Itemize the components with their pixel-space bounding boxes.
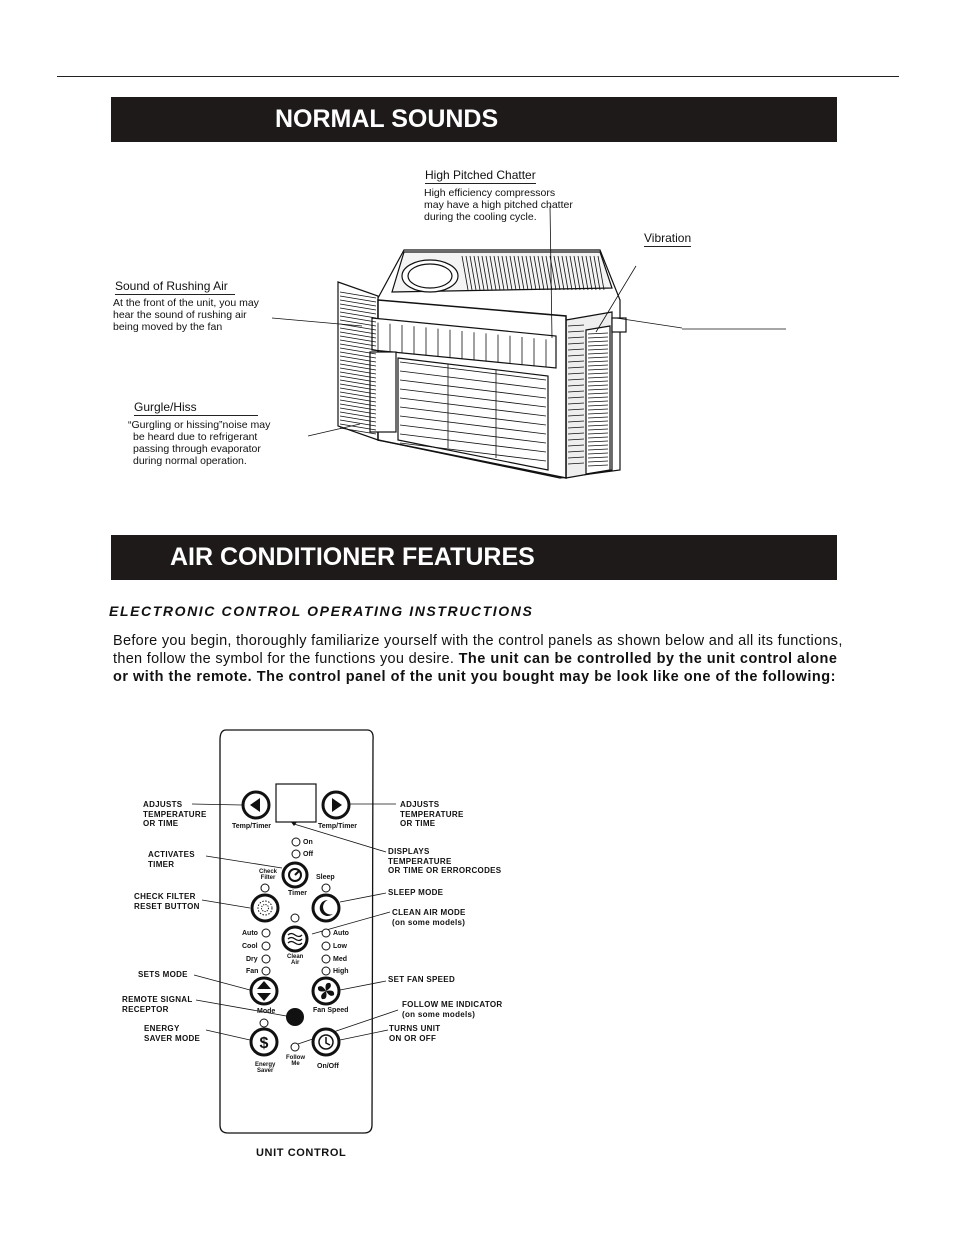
callout-remote-signal: REMOTE SIGNAL RECEPTOR [122,995,193,1014]
top-rule [57,76,899,77]
energy-saver-button[interactable]: $ [249,1027,279,1057]
energy-saver-indicator [259,1018,269,1028]
on-label: On [303,839,313,846]
sleep-indicator [321,883,331,893]
remote-signal-receptor [286,1008,304,1026]
gurgle-line: “Gurgling or hissing”noise may [128,419,271,431]
normal-sounds-heading: NORMAL SOUNDS [275,105,499,133]
mode-auto-indicator [261,928,271,938]
gurgle-title: Gurgle/Hiss [134,400,258,416]
fan-speed-button[interactable] [311,976,341,1006]
mode-fan-indicator [261,966,271,976]
rushing-air-line: At the front of the unit, you may [113,297,259,309]
clean-air-button[interactable] [281,925,309,953]
normal-sounds-banner: NORMAL SOUNDS [111,97,837,142]
temp-timer-right-label: Temp/Timer [318,823,358,830]
off-indicator [291,849,301,859]
on-indicator [291,837,301,847]
callout-set-fan-speed: SET FAN SPEED [388,975,456,984]
fan-auto-indicator [321,928,331,938]
gurgle-line: passing through evaporator [133,443,261,455]
fan-low-indicator [321,941,331,951]
on-off-label: On/Off [317,1063,339,1070]
timer-button[interactable] [281,861,309,889]
vibration-title: Vibration [644,231,692,247]
mode-button[interactable] [249,976,279,1006]
follow-me-label: Follow Me [286,1055,305,1067]
callout-energy-saver: ENERGY SAVER MODE [144,1024,201,1043]
fan-speed-label: Fan Speed [313,1007,349,1014]
callout-adjust-left: ADJUSTS TEMPERATURE OR TIME [143,800,207,828]
mode-auto-label: Auto [242,930,258,937]
callout-turns-unit: TURNS UNIT ON OR OFF [389,1024,441,1043]
chatter-text: High efficiency compressors may have a h… [424,187,573,223]
intro-plain-text: Before you begin, thoroughly familiarize… [113,633,843,667]
mode-fan-label: Fan [246,968,259,975]
rushing-air-text: At the front of the unit, you may hear t… [113,297,259,333]
mode-dry-label: Dry [246,956,258,963]
display-window [275,783,317,823]
callout-clean-air: CLEAN AIR MODE (on some models) [392,908,466,927]
check-filter-indicator [260,883,270,893]
features-banner: AIR CONDITIONER FEATURES [111,535,837,580]
mode-dry-indicator [261,954,271,964]
follow-me-indicator [290,1042,300,1052]
mode-label: Mode [257,1008,276,1015]
sleep-label: Sleep [316,874,335,881]
callout-check-filter: CHECK FILTER RESET BUTTON [134,892,200,911]
clean-air-indicator [290,913,300,923]
features-heading: AIR CONDITIONER FEATURES [170,543,535,571]
energy-saver-label: Energy Saver [255,1062,276,1074]
callout-follow-me: FOLLOW ME INDICATOR (on some models) [402,1000,503,1019]
off-label: Off [303,851,314,858]
check-filter-button[interactable] [250,893,280,923]
features-intro: Before you begin, thoroughly familiarize… [113,632,843,686]
temp-timer-left-label: Temp/Timer [232,823,272,830]
dollar-icon: $ [260,1035,269,1052]
indicator-lights [259,837,331,1052]
unit-control-caption: UNIT CONTROL [256,1147,347,1159]
sleep-button[interactable] [311,893,341,923]
temp-left-button[interactable] [241,790,271,820]
fan-med-label: Med [333,956,347,963]
temp-right-button[interactable] [321,790,351,820]
callout-sleep-mode: SLEEP MODE [388,888,444,897]
rushing-air-title: Sound of Rushing Air [115,279,235,295]
mode-cool-indicator [261,941,271,951]
chatter-title: High Pitched Chatter [425,168,536,184]
fan-high-label: High [333,968,349,975]
fan-med-indicator [321,954,331,964]
callout-activates-timer: ACTIVATES TIMER [148,850,195,869]
check-filter-label: Check Filter [259,869,278,881]
fan-low-label: Low [333,943,347,950]
callout-leaders [191,803,399,1045]
gurgle-line: during normal operation. [133,455,247,467]
rushing-air-line: being moved by the fan [113,321,223,333]
rushing-air-line: hear the sound of rushing air [113,309,247,321]
timer-label: Timer [288,890,307,897]
gurgle-line: be heard due to refrigerant [133,431,258,443]
callout-adjust-right: ADJUSTS TEMPERATURE OR TIME [400,800,464,828]
callout-displays: DISPLAYS TEMPERATURE OR TIME OR ERRORCOD… [388,847,502,875]
callout-sets-mode: SETS MODE [138,970,188,979]
fan-auto-label: Auto [333,930,349,937]
intro-bold-text: The unit can be controlled by the unit c… [113,651,838,685]
chatter-line: may have a high pitched chatter [424,199,573,211]
chatter-line: during the cooling cycle. [424,211,537,223]
chatter-line: High efficiency compressors [424,187,556,199]
features-subheading: ELECTRONIC CONTROL OPERATING INSTRUCTION… [109,603,534,619]
mode-cool-label: Cool [242,943,258,950]
on-off-button[interactable] [311,1027,341,1057]
fan-high-indicator [321,966,331,976]
clean-air-label: Clean Air [287,954,304,966]
gurgle-text: “Gurgling or hissing”noise may be heard … [128,419,270,467]
